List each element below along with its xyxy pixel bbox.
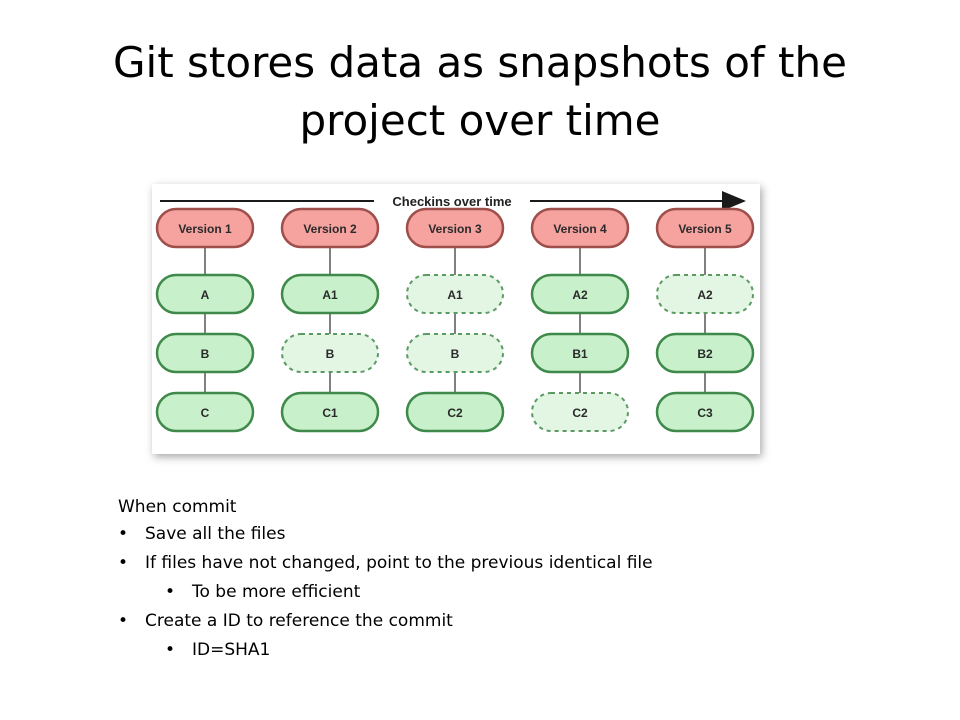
file-label: A (201, 288, 210, 302)
version-column: Version 1 A B C (155, 207, 255, 433)
file-label: B1 (572, 347, 588, 361)
file-label: A1 (447, 288, 463, 302)
notes-sub-list-2: ID=SHA1 (118, 636, 898, 665)
version-column: Version 3 A1B C2 (405, 207, 505, 433)
slide-title-line-1: Git stores data as snapshots of the (113, 38, 847, 87)
commit-notes: When commit Save all the files If files … (118, 494, 898, 665)
timeline: Checkins over time (160, 191, 746, 211)
version-column: Version 2 A1B C1 (280, 207, 380, 433)
version-node (155, 207, 255, 249)
sub-bullet-text: ID=SHA1 (192, 640, 271, 660)
bullet-text: If files have not changed, point to the … (145, 553, 653, 573)
file-pointer-node (281, 333, 379, 373)
version-node (405, 207, 505, 249)
slide-title: Git stores data as snapshots of the proj… (60, 34, 900, 150)
file-label: B (201, 347, 210, 361)
version-columns: Version 1 A B C Version 2 A1B C1 Version 3 A1B C2… (155, 207, 755, 433)
file-node (155, 332, 255, 374)
version-label: Version 1 (178, 222, 232, 236)
notes-bullet-list: Save all the files If files have not cha… (118, 520, 898, 578)
sub-bullet-text: To be more efficient (192, 582, 361, 602)
file-label: B (451, 347, 460, 361)
file-label: C2 (572, 406, 588, 420)
file-label: C (201, 406, 210, 420)
slide-title-line-2: project over time (299, 96, 661, 145)
snapshot-diagram: Checkins over time Version 1 A B C Version 2… (152, 184, 760, 454)
file-pointer-node (531, 392, 629, 432)
snapshot-diagram-canvas: Checkins over time Version 1 A B C Version 2… (155, 191, 755, 433)
bullet-unchanged-files: If files have not changed, point to the … (118, 549, 898, 578)
file-node (155, 391, 255, 433)
version-node (655, 207, 755, 249)
file-node (655, 332, 755, 374)
file-node (155, 273, 255, 315)
file-label: A2 (697, 288, 713, 302)
file-label: A2 (572, 288, 588, 302)
file-label: B2 (697, 347, 713, 361)
sub-bullet-efficient: To be more efficient (165, 578, 898, 607)
bullet-text: Create a ID to reference the commit (145, 611, 453, 631)
version-node (530, 207, 630, 249)
version-label: Version 4 (553, 222, 607, 236)
version-label: Version 5 (678, 222, 732, 236)
file-node (405, 391, 505, 433)
bullet-create-id: Create a ID to reference the commit (118, 607, 898, 636)
notes-bullet-list-2: Create a ID to reference the commit (118, 607, 898, 636)
file-pointer-node (406, 274, 504, 314)
file-label: C2 (447, 406, 463, 420)
file-pointer-node (406, 333, 504, 373)
timeline-label: Checkins over time (392, 194, 511, 209)
sub-bullet-sha1: ID=SHA1 (165, 636, 898, 665)
file-node (655, 391, 755, 433)
file-label: C3 (697, 406, 713, 420)
notes-heading: When commit (118, 497, 237, 517)
bullet-save-files: Save all the files (118, 520, 898, 549)
notes-sub-list: To be more efficient (118, 578, 898, 607)
file-label: C1 (322, 406, 338, 420)
version-label: Version 3 (428, 222, 482, 236)
file-node (530, 332, 630, 374)
file-node (280, 391, 380, 433)
file-label: B (326, 347, 335, 361)
bullet-text: Save all the files (145, 524, 286, 544)
version-label: Version 2 (303, 222, 357, 236)
file-node (280, 273, 380, 315)
file-node (530, 273, 630, 315)
file-label: A1 (322, 288, 338, 302)
version-node (280, 207, 380, 249)
file-pointer-node (656, 274, 754, 314)
